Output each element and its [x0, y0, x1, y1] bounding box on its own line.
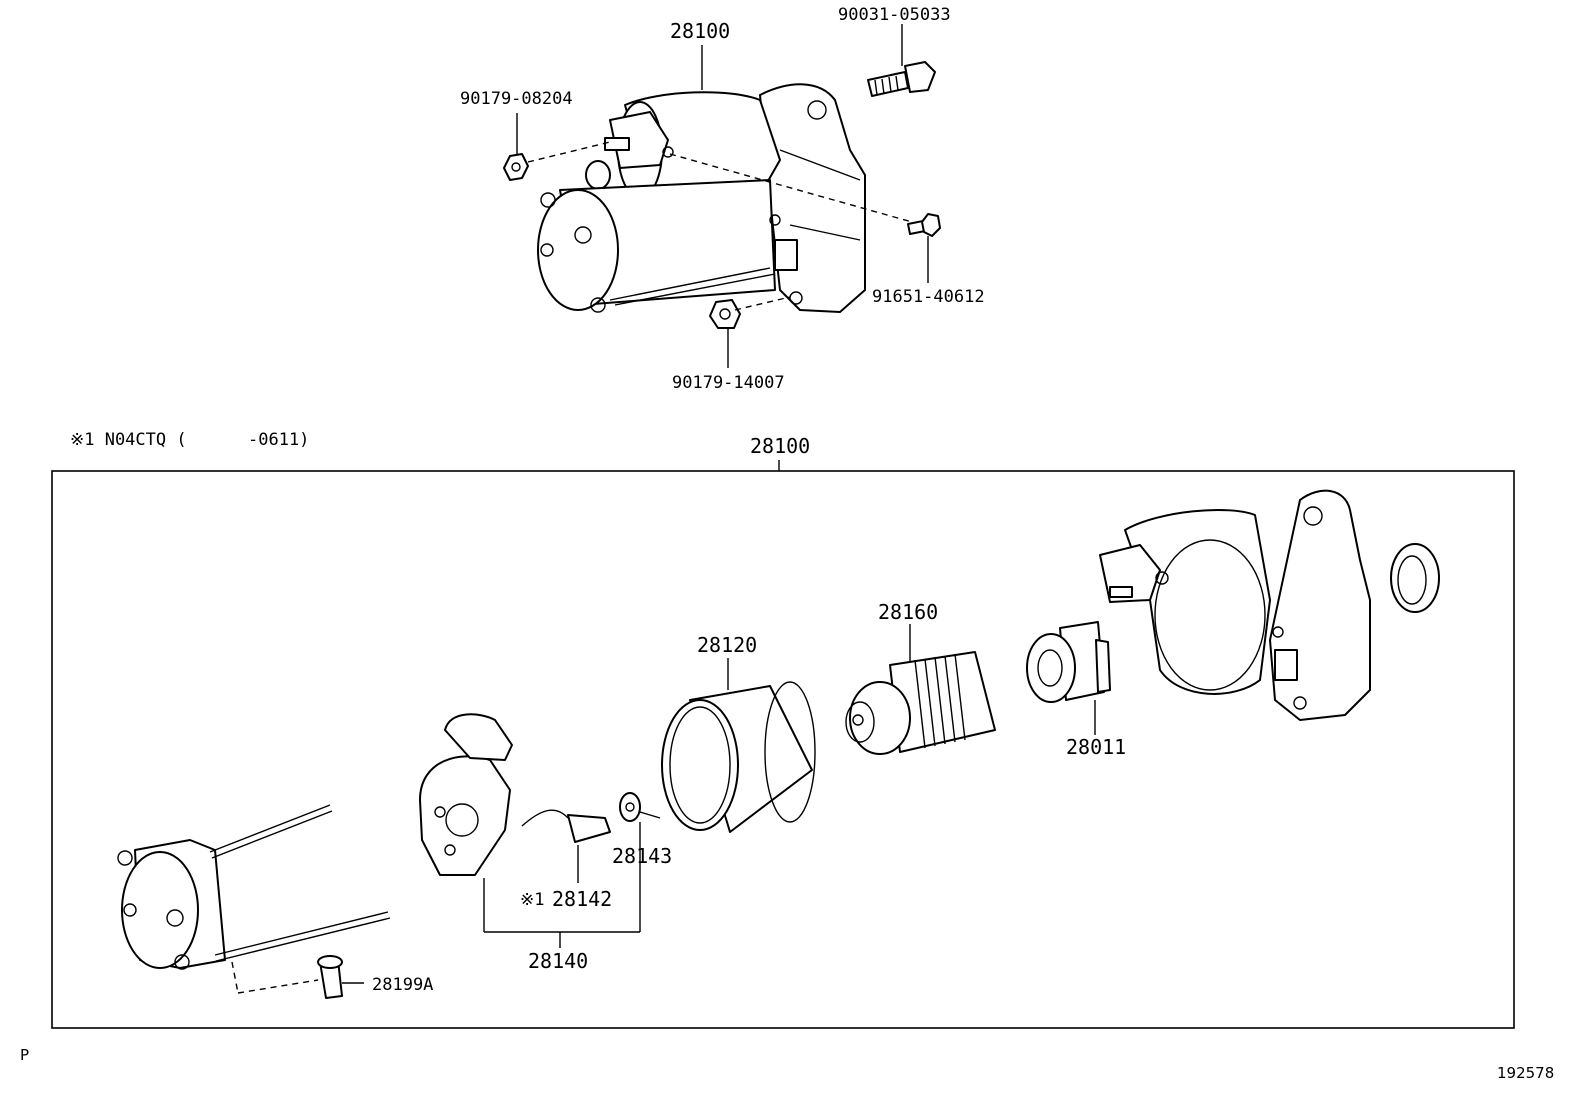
- model-note: ※1 N04CTQ ( -0611): [70, 430, 309, 450]
- solenoid-drawing: [845, 651, 996, 755]
- label-terminal-nut: 90179-08204: [460, 89, 573, 109]
- brush-holder-drawing: [419, 713, 513, 876]
- label-yoke: 28120: [697, 633, 757, 657]
- flange-bolt-drawing: [867, 61, 936, 97]
- yoke-drawing: [661, 681, 816, 833]
- label-solenoid: 28160: [878, 600, 938, 624]
- label-starter-top: 28100: [670, 19, 730, 43]
- corner-mark-left: P: [20, 1046, 29, 1064]
- clutch-drawing: [1026, 621, 1111, 703]
- seal-ring-drawing: [1390, 543, 1440, 613]
- small-nut-drawing: [907, 213, 941, 237]
- starter-assembly-top-drawing: [537, 83, 866, 313]
- label-bolt: 90031-05033: [838, 5, 951, 25]
- brush-drawing: [619, 792, 661, 822]
- pin-drawing: [317, 955, 343, 999]
- label-brush: 28143: [612, 844, 672, 868]
- label-pin: 28199A: [372, 975, 433, 995]
- label-mount-nut: 90179-14007: [672, 373, 785, 393]
- end-cover-drawing: [117, 804, 391, 970]
- exploded-view-frame: [51, 470, 1515, 1029]
- label-brush-note: ※1: [520, 890, 544, 910]
- drive-housing-drawing: [1099, 489, 1371, 721]
- label-starter-assy: 28100: [750, 434, 810, 458]
- terminal-nut-drawing: [503, 153, 529, 181]
- label-brush-holder: 28140: [528, 949, 588, 973]
- label-brush-lead: 28142: [552, 887, 612, 911]
- figure-number: 192578: [1497, 1064, 1554, 1082]
- label-clutch: 28011: [1066, 735, 1126, 759]
- brush-lead-drawing: [521, 809, 611, 843]
- mount-nut-drawing: [709, 299, 741, 329]
- label-small-nut: 91651-40612: [872, 287, 985, 307]
